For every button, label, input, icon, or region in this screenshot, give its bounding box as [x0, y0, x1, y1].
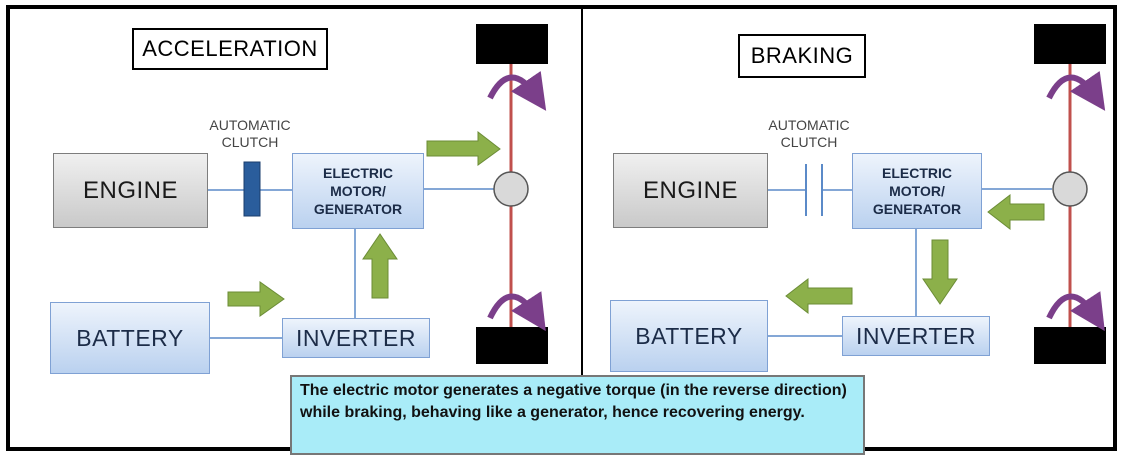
wheel-bottom-right — [1034, 327, 1106, 364]
motor-label-line-2: MOTOR/ — [330, 183, 386, 199]
rotation-arrow-top-left — [487, 70, 547, 111]
flow-arrow-wheel-to-motor — [987, 193, 1045, 231]
clutch-label-left: AUTOMATIC CLUTCH — [195, 117, 305, 151]
acceleration-title: ACCELERATION — [132, 28, 328, 70]
clutch-label-line-2: CLUTCH — [221, 134, 279, 150]
panel-divider — [581, 5, 583, 375]
inverter-box-left: INVERTER — [282, 318, 430, 358]
clutch-label-right: AUTOMATIC CLUTCH — [754, 117, 864, 151]
battery-label: BATTERY — [76, 324, 184, 351]
wheel-top-right — [1034, 24, 1106, 64]
motor-label-line-1: ELECTRIC — [323, 165, 393, 181]
clutch-plate-left — [243, 161, 261, 217]
engine-box-right: ENGINE — [613, 153, 768, 228]
flow-arrow-inverter-up — [362, 233, 398, 299]
engine-label: ENGINE — [642, 176, 738, 204]
inverter-box-right: INVERTER — [842, 316, 990, 356]
inverter-label: INVERTER — [296, 324, 416, 351]
wheel-top-left — [476, 24, 548, 64]
flow-arrow-battery-right — [227, 281, 285, 317]
battery-box-right: BATTERY — [610, 300, 768, 372]
inverter-label: INVERTER — [856, 322, 976, 349]
engine-box-left: ENGINE — [53, 153, 208, 228]
rotation-arrow-bottom-right — [1046, 291, 1105, 332]
flow-arrow-motor-down — [922, 239, 958, 305]
motor-label-line-1: ELECTRIC — [882, 165, 952, 181]
clutch-label-line-1: AUTOMATIC — [209, 117, 291, 133]
caption-box: The electric motor generates a negative … — [290, 375, 865, 455]
battery-box-left: BATTERY — [50, 302, 210, 374]
rotation-arrow-top-right — [1046, 70, 1106, 111]
braking-title: BRAKING — [738, 34, 866, 78]
motor-label-line-2: MOTOR/ — [889, 183, 945, 199]
motor-generator-box-right: ELECTRIC MOTOR/ GENERATOR — [852, 153, 982, 229]
battery-label: BATTERY — [635, 322, 743, 349]
motor-label-line-3: GENERATOR — [313, 201, 403, 217]
motor-generator-box-left: ELECTRIC MOTOR/ GENERATOR — [292, 153, 424, 229]
wheel-bottom-left — [476, 327, 548, 364]
hub-left — [493, 171, 529, 207]
rotation-arrow-bottom-left — [487, 291, 546, 332]
caption-text: The electric motor generates a negative … — [300, 382, 847, 421]
clutch-label-line-2: CLUTCH — [780, 134, 838, 150]
hub-right — [1052, 171, 1088, 207]
flow-arrow-motor-to-wheel — [426, 130, 501, 166]
clutch-label-line-1: AUTOMATIC — [768, 117, 850, 133]
motor-label-line-3: GENERATOR — [872, 201, 962, 217]
engine-label: ENGINE — [82, 176, 178, 204]
flow-arrow-inverter-to-battery — [785, 277, 853, 315]
